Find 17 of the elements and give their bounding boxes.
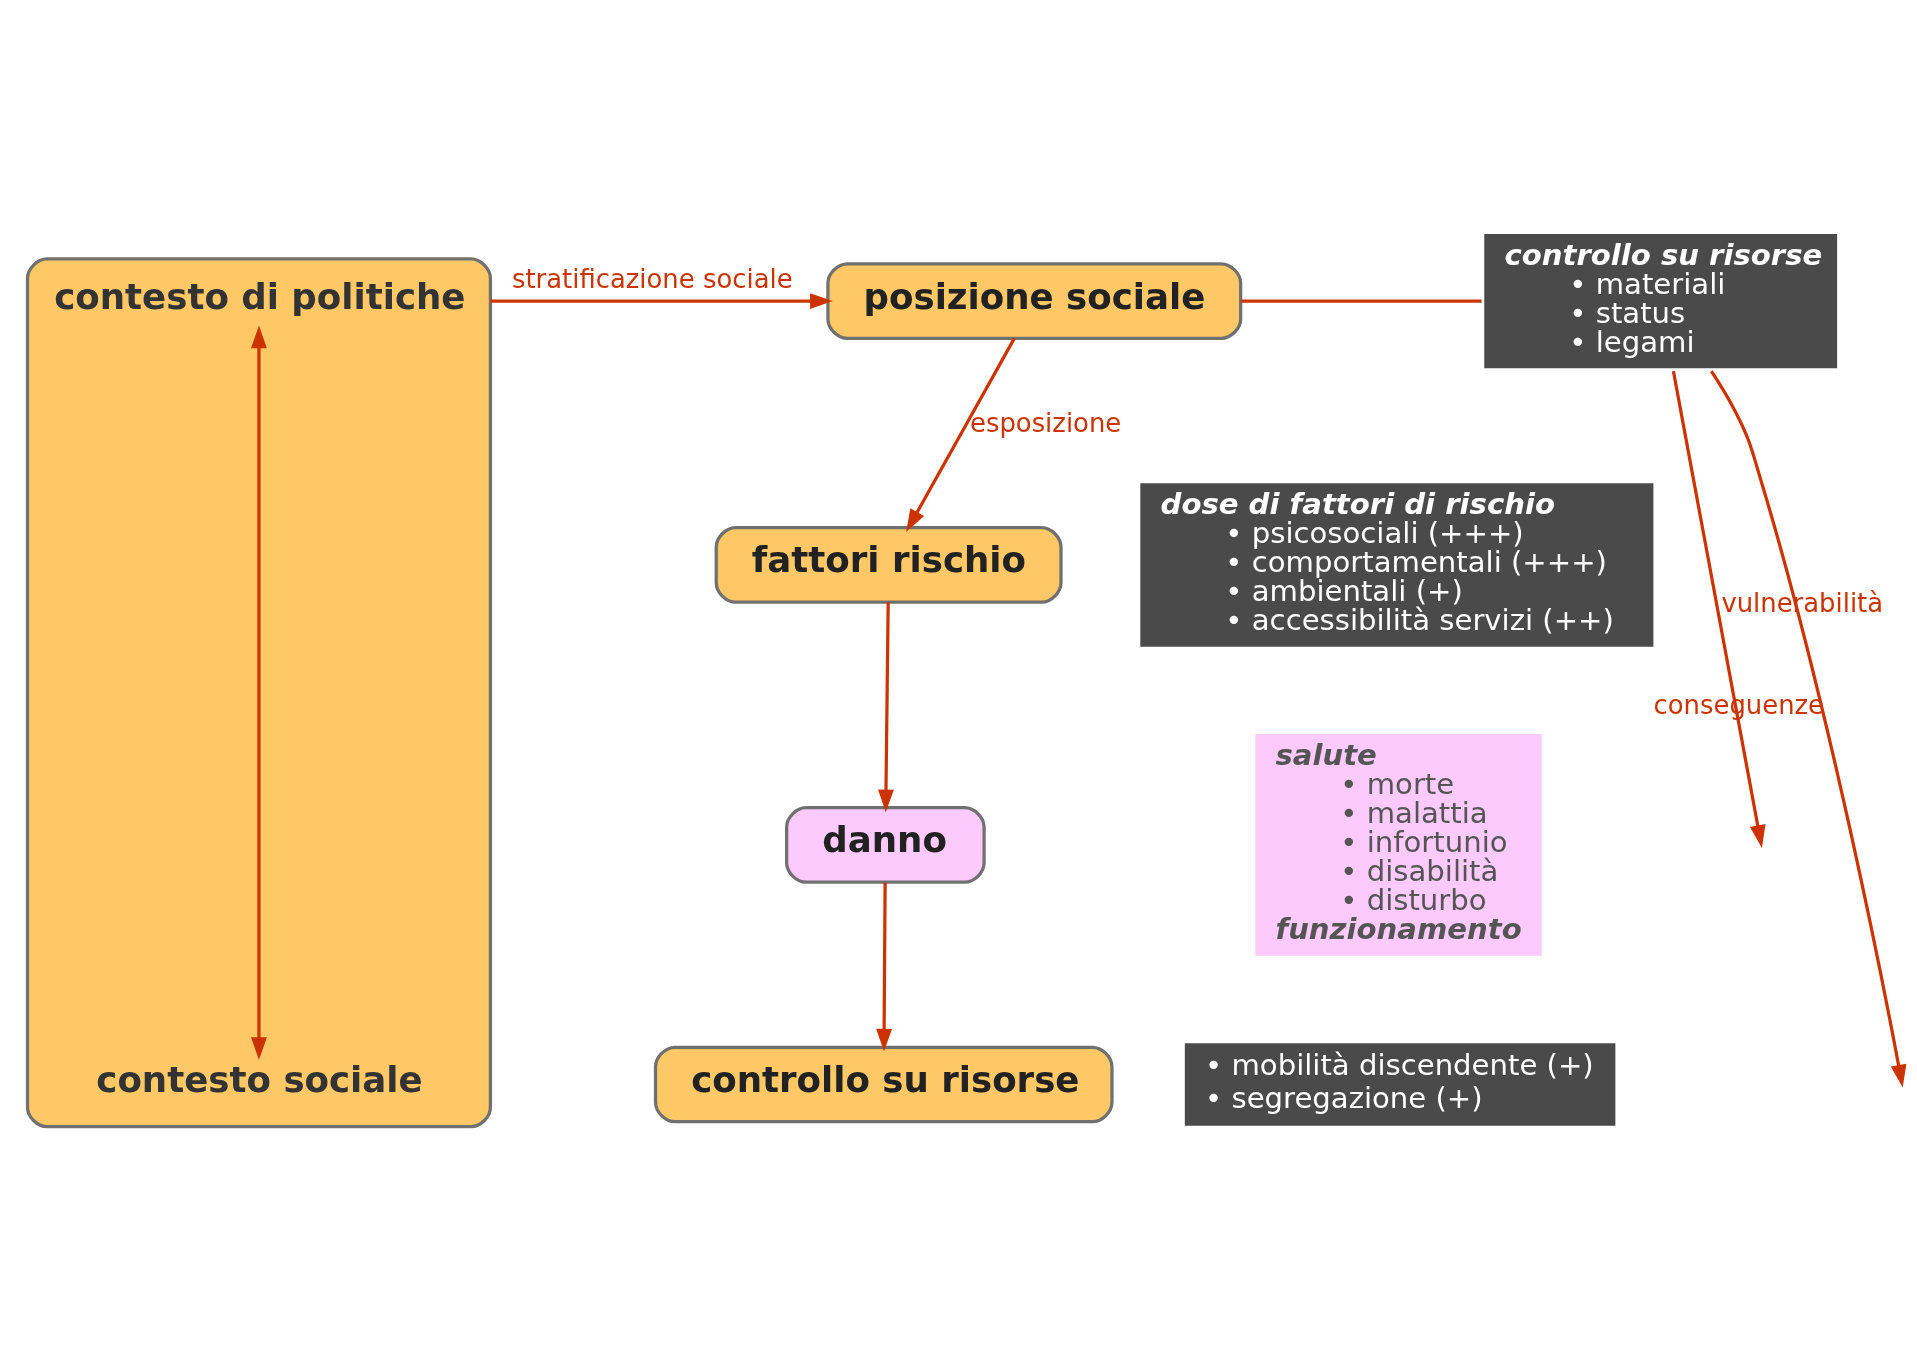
node-text: contesto di politiche: [54, 275, 466, 317]
node-text: contesto sociale: [96, 1058, 423, 1100]
arrow: [251, 325, 267, 1060]
connector: [1241, 299, 1482, 303]
node-box: danno: [785, 806, 986, 884]
edge-label: esposizione: [969, 407, 1122, 438]
arrow: [1671, 370, 1766, 848]
cluster: [25, 257, 493, 1129]
arrow: [876, 882, 893, 1052]
arrow: [1710, 370, 1907, 1088]
arrow: [490, 293, 833, 310]
arrow: [906, 337, 1016, 532]
node-box: posizione sociale: [826, 262, 1243, 340]
node-box: fattori rischio: [714, 526, 1063, 604]
arrow: [878, 602, 894, 813]
edge-label: stratificazione sociale: [511, 263, 793, 294]
node-box: controllo su risorse: [653, 1045, 1114, 1124]
